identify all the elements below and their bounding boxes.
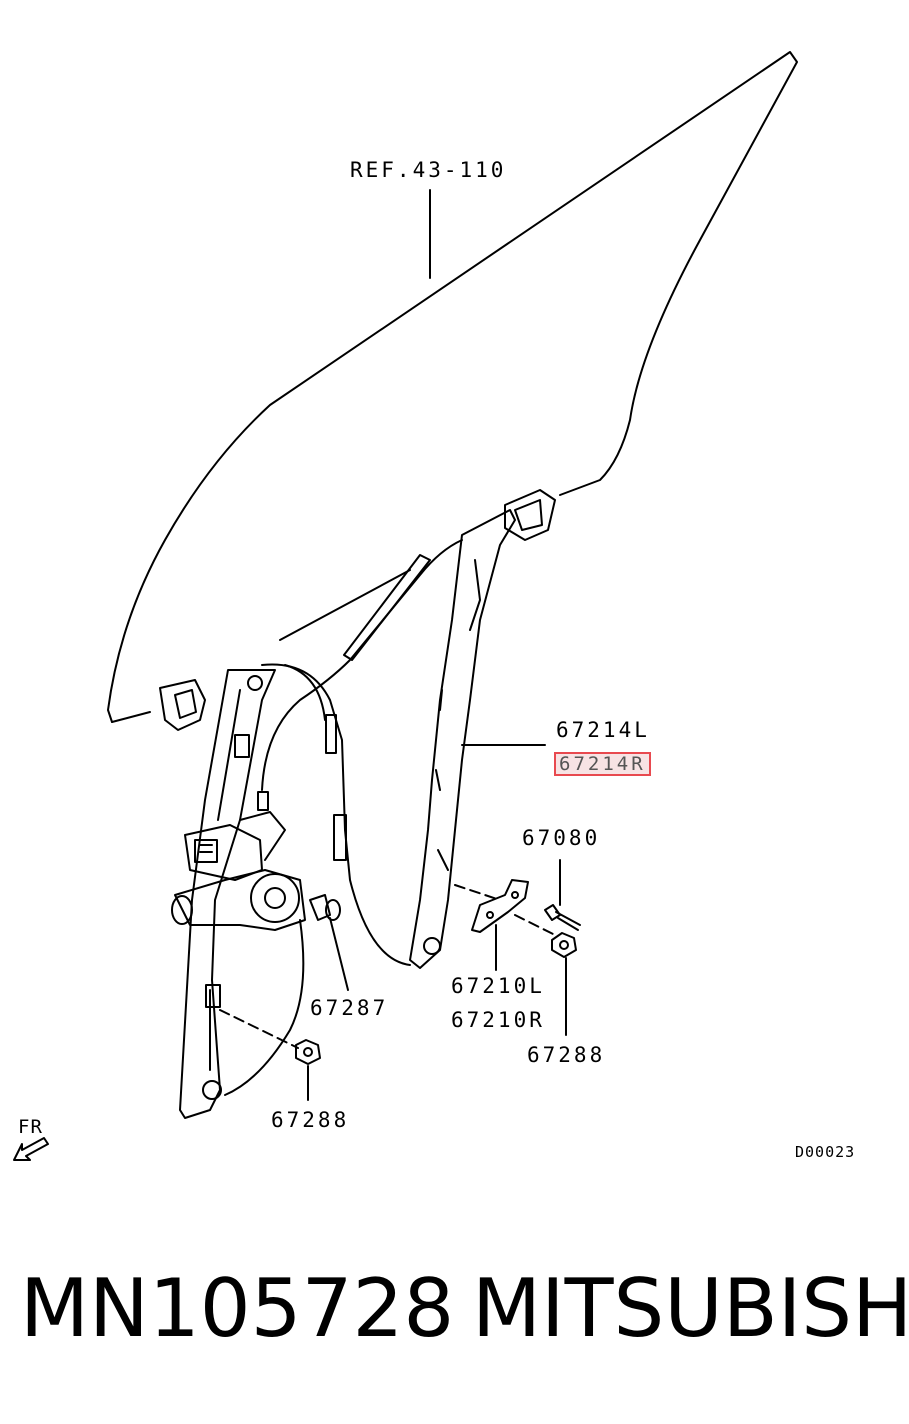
door-glass-outline <box>107 51 798 723</box>
fr-arrow-icon <box>13 1137 49 1161</box>
label-67287: 67287 <box>310 996 389 1020</box>
door-glass-mid-edge <box>279 569 411 641</box>
glass-holder-left <box>159 679 206 731</box>
regulator-right-rail <box>409 509 516 969</box>
label-67210R: 67210R <box>451 1008 545 1032</box>
dashed-line-lower <box>219 1009 299 1049</box>
label-67214L: 67214L <box>556 718 650 742</box>
label-67080: 67080 <box>522 826 601 850</box>
regulator-motor <box>171 791 306 931</box>
regulator-left-rail <box>179 669 276 1119</box>
diagram-code: D00023 <box>795 1143 856 1161</box>
brand-name: MITSUBISHI <box>472 1262 909 1355</box>
glass-holder-right <box>504 489 556 541</box>
bolt-67287 <box>309 894 341 921</box>
window-regulator-diagram <box>13 51 798 1161</box>
label-ref: REF.43-110 <box>350 158 507 182</box>
label-67288-left: 67288 <box>271 1108 350 1132</box>
nut-67288-left <box>295 1039 321 1065</box>
label-67210L: 67210L <box>451 974 545 998</box>
label-67288-right: 67288 <box>527 1043 606 1067</box>
bolt-67080 <box>544 904 581 931</box>
nut-67288-right <box>551 932 577 958</box>
bracket-67210 <box>471 879 529 933</box>
door-glass-lower-edge <box>111 711 151 723</box>
part-number: MN105728 <box>20 1262 455 1355</box>
footer: MN105728 MITSUBISHI <box>0 1262 909 1382</box>
label-67214R-highlighted[interactable]: 67214R <box>554 752 651 776</box>
dashed-line-right <box>454 884 556 936</box>
label-fr: FR <box>18 1116 43 1138</box>
